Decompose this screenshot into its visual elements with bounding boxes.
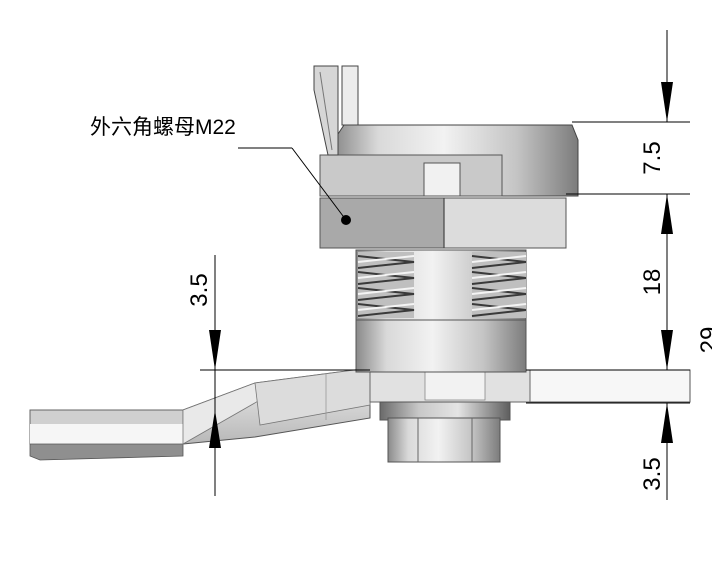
dim-label-3p5-right: 3.5 xyxy=(639,457,666,490)
arrow-up-3p5 xyxy=(661,403,673,443)
callout-label: 外六角螺母M22 xyxy=(90,116,236,139)
arrow-down-left xyxy=(209,330,221,370)
left-dimension-arrows xyxy=(209,330,221,448)
cam-tongue xyxy=(29,367,371,461)
lower-hex-nut xyxy=(379,401,511,463)
threaded-section xyxy=(355,249,527,321)
thread-right xyxy=(471,252,527,318)
mounting-panel xyxy=(369,369,691,403)
dimension-arrows xyxy=(661,82,673,443)
lock-body-lower xyxy=(355,317,527,373)
arrow-up-18 xyxy=(661,194,673,234)
hex-nut-m22 xyxy=(319,197,567,249)
dim-label-18: 18 xyxy=(639,269,666,296)
arrow-down-7p5 xyxy=(661,82,673,122)
callout-leader xyxy=(238,147,347,221)
arrow-down-18 xyxy=(661,330,673,370)
arrow-up-left xyxy=(209,410,221,448)
dim-label-7p5: 7.5 xyxy=(639,141,666,174)
lock-head xyxy=(319,124,579,197)
left-dimension xyxy=(200,255,370,496)
dim-label-3p5-left: 3.5 xyxy=(186,273,213,306)
dim-label-overall: 29 xyxy=(696,327,712,354)
thread-left xyxy=(357,252,415,318)
key xyxy=(313,65,359,156)
